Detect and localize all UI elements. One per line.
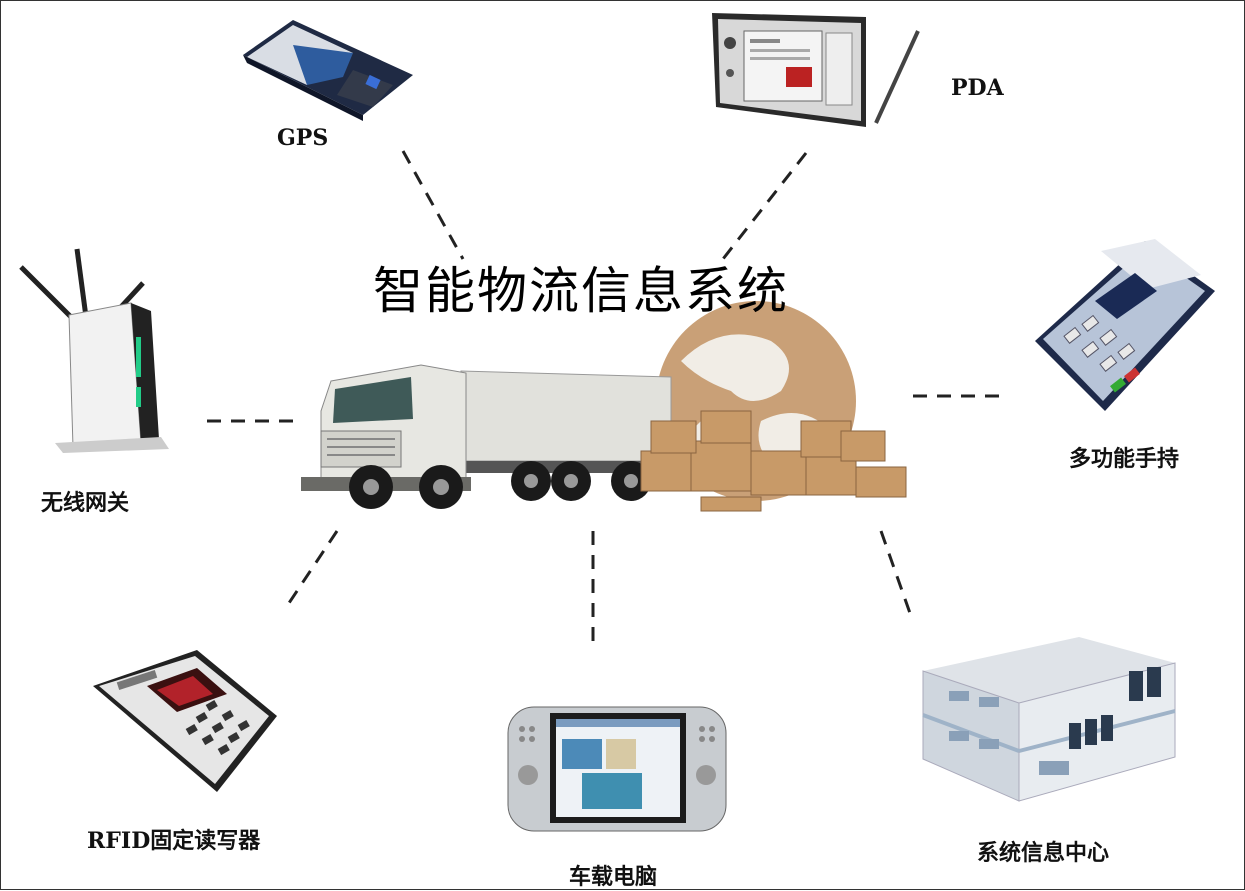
handheld-label: 多功能手持 [1069, 446, 1180, 472]
connector-gps [401, 150, 465, 260]
data-center-icon [922, 637, 1176, 802]
handheld-terminal-icon [1035, 239, 1215, 411]
vehicle-computer-icon [507, 706, 727, 832]
truck-globe-icon [301, 301, 907, 512]
gps-label: GPS [277, 125, 329, 151]
connector-rfid [283, 530, 339, 610]
wireless-router-icon [19, 248, 169, 453]
connector-info-center [879, 530, 913, 617]
system-title: 智能物流信息系统 [373, 262, 789, 320]
rfid-reader-label: RFID固定读写器 [87, 828, 261, 854]
connector-pda [721, 152, 808, 260]
rfid-reader-icon [93, 650, 277, 792]
pda-label: PDA [951, 75, 1004, 101]
wireless-gateway-label: 无线网关 [41, 490, 130, 516]
vehicle-pc-label: 车载电脑 [569, 864, 658, 890]
pda-device-icon [712, 13, 920, 127]
gps-card-icon [243, 20, 413, 121]
info-center-label: 系统信息中心 [977, 840, 1110, 866]
